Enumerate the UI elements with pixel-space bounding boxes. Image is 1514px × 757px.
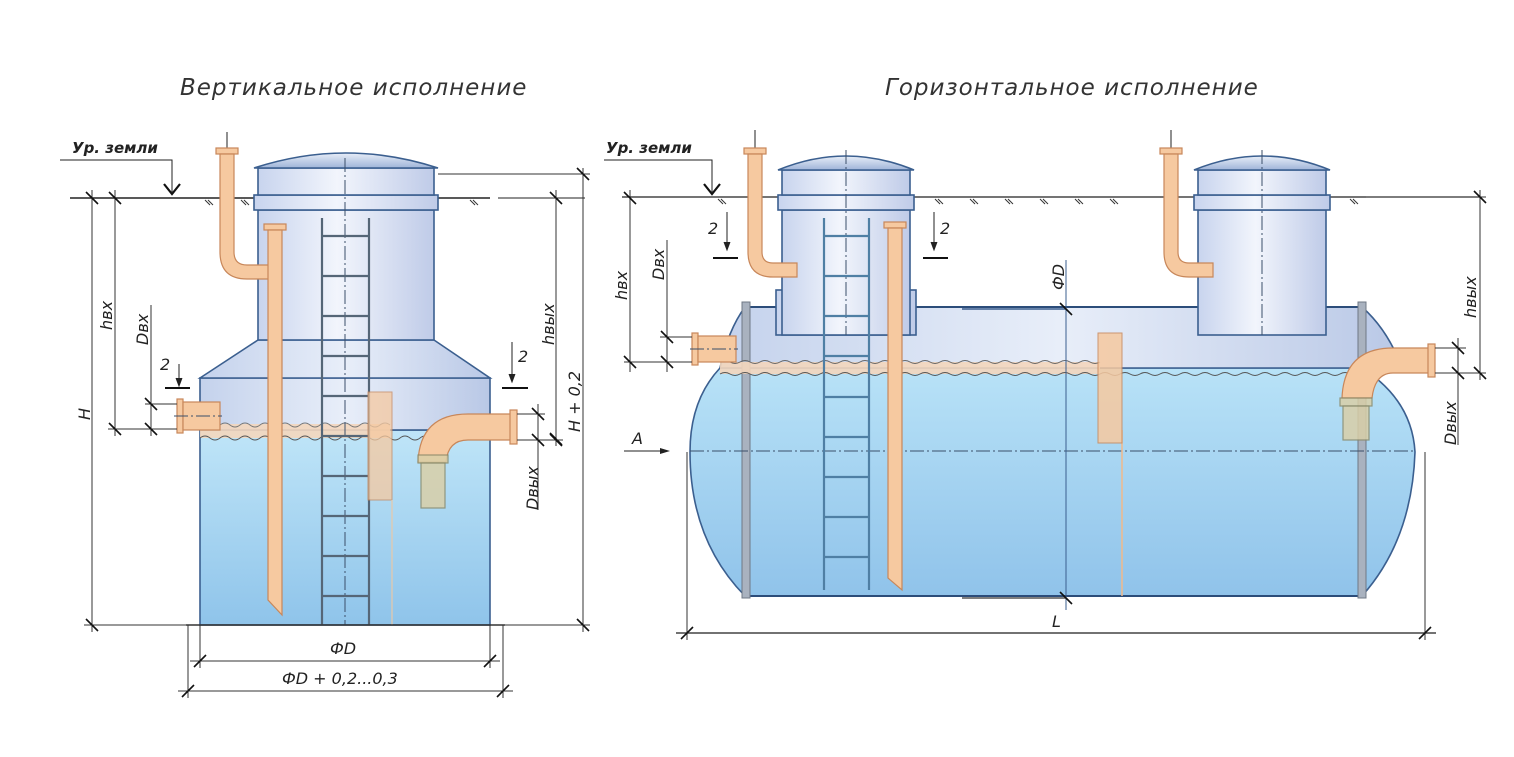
svg-text:Dвх: Dвх xyxy=(649,248,668,280)
outlet-pipe-vertical xyxy=(417,409,518,509)
svg-text:Dвх: Dвх xyxy=(133,313,152,345)
horizontal-tank: Ур. земли xyxy=(604,130,1487,640)
svg-text:Dвых: Dвых xyxy=(523,466,542,510)
ground-marker-icon xyxy=(703,183,721,196)
tank-hatch xyxy=(257,167,435,196)
section-mark-left-horizontal: 2 xyxy=(708,212,738,259)
dim-h-out: hвых xyxy=(539,190,563,446)
scum-layer-h xyxy=(720,362,1100,374)
ground-level-label-horizontal: Ур. земли xyxy=(606,139,692,157)
dim-H-plus: H + 0,2 xyxy=(438,167,590,632)
baffle-horizontal xyxy=(1097,332,1123,444)
vertical-tank: Ур. земли xyxy=(60,132,590,698)
svg-text:hвых: hвых xyxy=(539,303,558,345)
tank-collar xyxy=(253,194,439,211)
svg-text:ФD: ФD xyxy=(1049,264,1068,290)
ground-leader xyxy=(60,159,173,192)
svg-text:L: L xyxy=(1052,612,1061,631)
svg-text:A: A xyxy=(631,429,643,448)
inlet-pipe-horizontal xyxy=(690,332,738,366)
dim-D-in: Dвх xyxy=(133,305,177,436)
svg-text:hвх: hвх xyxy=(97,300,116,330)
cylinder-water xyxy=(689,367,1363,597)
svg-text:ФD + 0,2...0,3: ФD + 0,2...0,3 xyxy=(282,669,398,688)
riser-pipe-horizontal xyxy=(883,221,907,592)
vertical-title: Вертикальное исполнение xyxy=(180,75,527,101)
svg-text:2: 2 xyxy=(940,219,950,238)
dim-D-out: Dвых xyxy=(517,404,563,510)
horizontal-title: Горизонтальное исполнение xyxy=(885,75,1259,101)
tank-lid xyxy=(253,152,439,169)
svg-text:2: 2 xyxy=(708,219,718,238)
section-label-left: 2 xyxy=(160,355,170,374)
section-mark-left-vertical: 2 xyxy=(160,355,190,389)
ground-marker-icon xyxy=(163,183,181,196)
svg-text:ФD: ФD xyxy=(330,639,356,658)
svg-text:hвх: hвх xyxy=(612,270,631,300)
dim-diameter-pit: ФD + 0,2...0,3 xyxy=(178,625,513,698)
ground-level-label-vertical: Ур. земли xyxy=(72,139,158,157)
partition-baffle xyxy=(367,391,393,501)
ladder-horizontal xyxy=(822,218,871,590)
manhole-right xyxy=(1193,150,1331,336)
section-mark-right-horizontal: 2 xyxy=(923,212,950,259)
inlet-pipe-vertical xyxy=(174,398,222,434)
svg-text:hвых: hвых xyxy=(1461,276,1480,318)
ground-leader-h xyxy=(604,159,713,192)
cylinder-end-right xyxy=(1361,366,1416,599)
riser-pipe-vertical xyxy=(263,223,287,617)
dim-D-out-h: Dвых xyxy=(1435,338,1466,445)
vent-pipe-h-right xyxy=(1159,130,1214,278)
svg-text:Dвых: Dвых xyxy=(1441,401,1460,445)
svg-text:H + 0,2: H + 0,2 xyxy=(565,371,584,432)
scum-layer xyxy=(200,424,390,438)
section-mark-right-vertical: 2 xyxy=(502,342,528,389)
dim-diameter-h: ФD xyxy=(962,264,1073,605)
dim-h-in-h: hвх xyxy=(612,190,692,372)
dim-diameter: ФD xyxy=(186,624,505,668)
flange-right xyxy=(1357,301,1367,599)
section-label-right: 2 xyxy=(518,347,528,366)
view-arrow-A: A xyxy=(624,429,670,454)
dim-h-in: hвх xyxy=(97,190,177,436)
water-surface-h xyxy=(719,372,1361,376)
vent-pipe-h-left xyxy=(743,130,798,278)
ground-line-horizontal xyxy=(622,196,1480,205)
dim-h-out-h: hвых xyxy=(1366,190,1487,380)
outlet-pipe-horizontal xyxy=(1339,343,1436,441)
dim-D-in-h: Dвх xyxy=(649,240,692,372)
svg-text:H: H xyxy=(75,408,94,420)
flange-left xyxy=(741,301,751,599)
dim-length: L xyxy=(676,452,1436,640)
dim-H: H xyxy=(75,190,200,632)
